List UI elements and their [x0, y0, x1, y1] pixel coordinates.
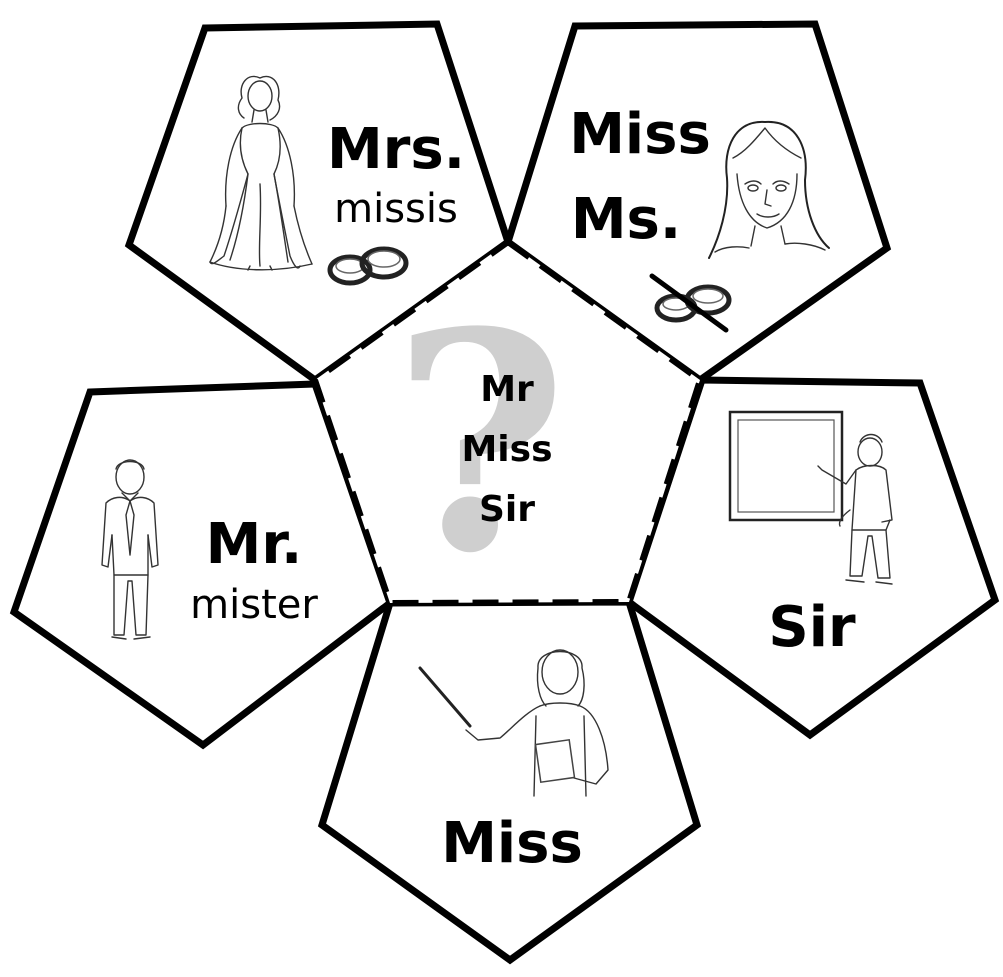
man-in-suit-icon: [101, 459, 159, 640]
miss-ms-title-line2: Ms.: [571, 187, 681, 252]
petal-miss-ms: [503, 20, 892, 385]
center-line-miss: Miss: [461, 429, 552, 470]
center-question-mark: ?: [392, 266, 568, 619]
miss-ms-title-line1: Miss: [569, 102, 711, 167]
sir-title: Sir: [768, 595, 856, 660]
center-pentagon: ? Mr Miss Sir: [311, 238, 704, 619]
crossed-out-rings-icon: [649, 273, 732, 333]
wedding-rings-icon: [327, 246, 409, 286]
petal-sir: [624, 376, 1000, 740]
mr-title: Mr.: [206, 512, 303, 577]
young-woman-face-icon: [708, 120, 830, 259]
center-line-mr: Mr: [480, 369, 534, 410]
mr-subtitle: mister: [190, 582, 318, 628]
petal-miss-teacher: [317, 598, 702, 965]
petal-mr: [9, 380, 395, 750]
mrs-title: Mrs.: [327, 117, 465, 182]
center-line-sir: Sir: [479, 489, 535, 530]
female-teacher-with-pointer-icon: [418, 649, 609, 797]
mrs-subtitle: missis: [334, 186, 458, 232]
male-teacher-at-board-icon: [728, 410, 893, 585]
miss-teacher-title: Miss: [441, 811, 583, 876]
woman-in-gown-icon: [209, 75, 313, 271]
